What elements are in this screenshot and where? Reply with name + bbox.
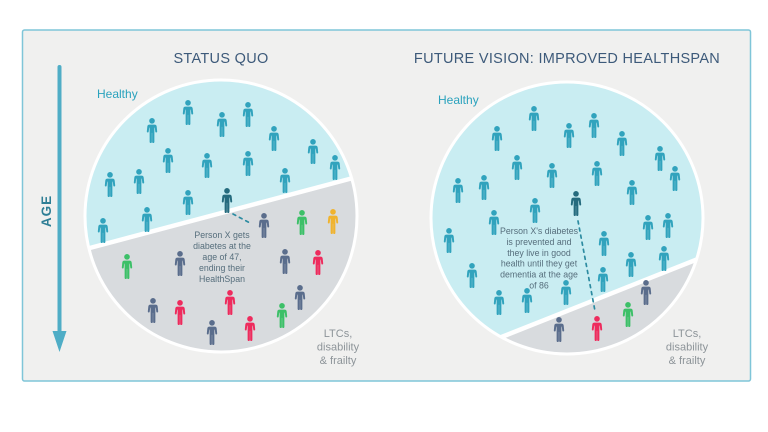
right-dashed-connector [577, 220, 596, 312]
left-region-divider [85, 175, 354, 252]
left-ltc-label: LTCs,disability& frailty [317, 328, 360, 367]
left-ltc-region [90, 179, 357, 352]
left-healthy-label: Healthy [97, 87, 138, 101]
age-axis-label: AGE [39, 195, 54, 227]
right-ltc-label: LTCs,disability& frailty [666, 328, 709, 367]
right-title: FUTURE VISION: IMPROVED HEALTHSPAN [414, 51, 720, 67]
right-circle-outline [429, 80, 705, 356]
left-title: STATUS QUO [173, 51, 268, 67]
right-region-divider [498, 256, 699, 341]
left-dashed-connector [232, 213, 253, 225]
right-healthy-label: Healthy [438, 93, 479, 107]
arrow-down-icon [52, 331, 67, 352]
left-circle-outline [83, 78, 359, 354]
age-axis: AGE [39, 65, 67, 352]
